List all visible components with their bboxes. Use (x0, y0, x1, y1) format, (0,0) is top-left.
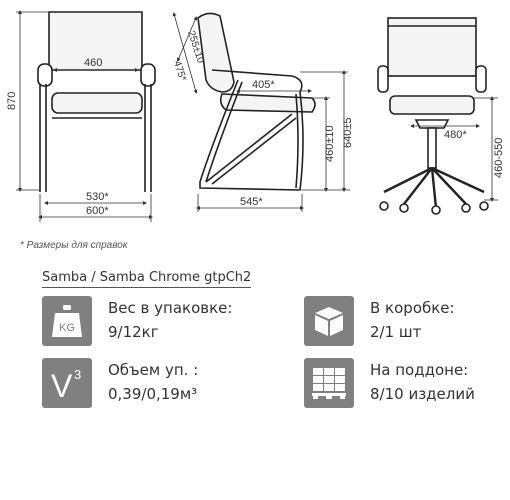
box-icon (304, 296, 354, 346)
volume-icon-letter: V (51, 368, 73, 403)
spec-volume-value: 0,39/0,19м³ (108, 385, 198, 403)
side-view-dimensions (172, 12, 350, 212)
spec-pallet: На поддоне: 8/10 изделий (304, 358, 475, 408)
dim-front-width: 460 (84, 57, 102, 69)
spec-weight-value: 9/12кг (108, 323, 159, 341)
swivel-view-chair (377, 17, 489, 215)
spec-weight: KG Вес в упаковке: 9/12кг (42, 296, 232, 346)
dim-swivel-width: 480* (444, 129, 467, 141)
pallet-icon (304, 358, 354, 408)
side-view-chair (197, 12, 316, 191)
dim-side-seat-height: 460±10 (324, 125, 336, 162)
dim-front-height: 870 (6, 92, 18, 110)
spec-pallet-value: 8/10 изделий (370, 385, 475, 403)
dim-side-back-tall: 475* (171, 60, 188, 83)
dim-side-arm: 405* (252, 79, 275, 91)
front-view-dimensions (16, 10, 153, 222)
volume-v3-icon: V 3 (42, 358, 92, 408)
dim-front-base-outer: 600* (86, 205, 109, 217)
front-view-chair (37, 11, 156, 192)
volume-icon-sup: 3 (74, 367, 81, 382)
spec-pallet-label: На поддоне: (370, 361, 469, 379)
swivel-view-dimensions (410, 96, 498, 202)
spec-volume: V 3 Объем уп. : 0,39/0,19м³ (42, 358, 198, 408)
dim-side-depth: 545* (240, 196, 263, 208)
weight-icon-label: KG (59, 322, 75, 334)
weight-kg-icon: KG (42, 296, 92, 346)
spec-volume-label: Объем уп. : (108, 361, 199, 379)
model-name: Samba / Samba Chrome gtpCh2 (42, 270, 252, 288)
dim-side-arm-height: 640±5 (342, 117, 354, 148)
spec-weight-label: Вес в упаковке: (108, 299, 233, 317)
dim-swivel-height-range: 460-550 (493, 138, 505, 178)
technical-drawing: 460 870 530* 600* 255±10 475* 405* 460±1… (6, 10, 505, 222)
spec-box: В коробке: 2/1 шт (304, 296, 455, 346)
dim-front-base-inner: 530* (86, 191, 109, 203)
spec-box-value: 2/1 шт (370, 323, 422, 341)
footnote: * Размеры для справок (20, 240, 128, 251)
spec-box-label: В коробке: (370, 299, 455, 317)
